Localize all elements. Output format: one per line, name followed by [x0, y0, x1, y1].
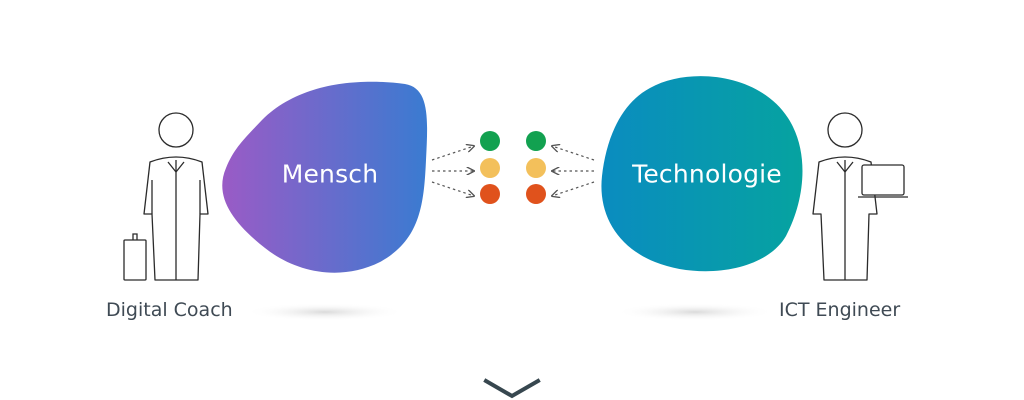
left-connectors [431, 146, 474, 196]
right-blob [601, 76, 803, 272]
left-blob [222, 81, 428, 273]
technologie-label: Technologie [632, 159, 782, 189]
left-blob-shadow [245, 303, 405, 321]
digital-coach-label: Digital Coach [106, 299, 233, 321]
red-dot [480, 184, 500, 204]
ict-engineer-figure [812, 112, 878, 281]
green-dot [480, 131, 500, 151]
chevron-down-icon[interactable] [483, 378, 541, 399]
suitcase-icon [123, 233, 147, 281]
right-connectors [552, 146, 595, 196]
mensch-label: Mensch [281, 159, 379, 189]
green-dot [526, 131, 546, 151]
laptop-icon [858, 164, 908, 198]
ict-engineer-label: ICT Engineer [779, 299, 901, 321]
status-dots-left [480, 131, 500, 204]
status-dots-right [526, 131, 546, 204]
yellow-dot [480, 158, 500, 178]
digital-coach-figure [143, 112, 209, 281]
red-dot [526, 184, 546, 204]
right-blob-shadow [615, 303, 775, 321]
yellow-dot [526, 158, 546, 178]
